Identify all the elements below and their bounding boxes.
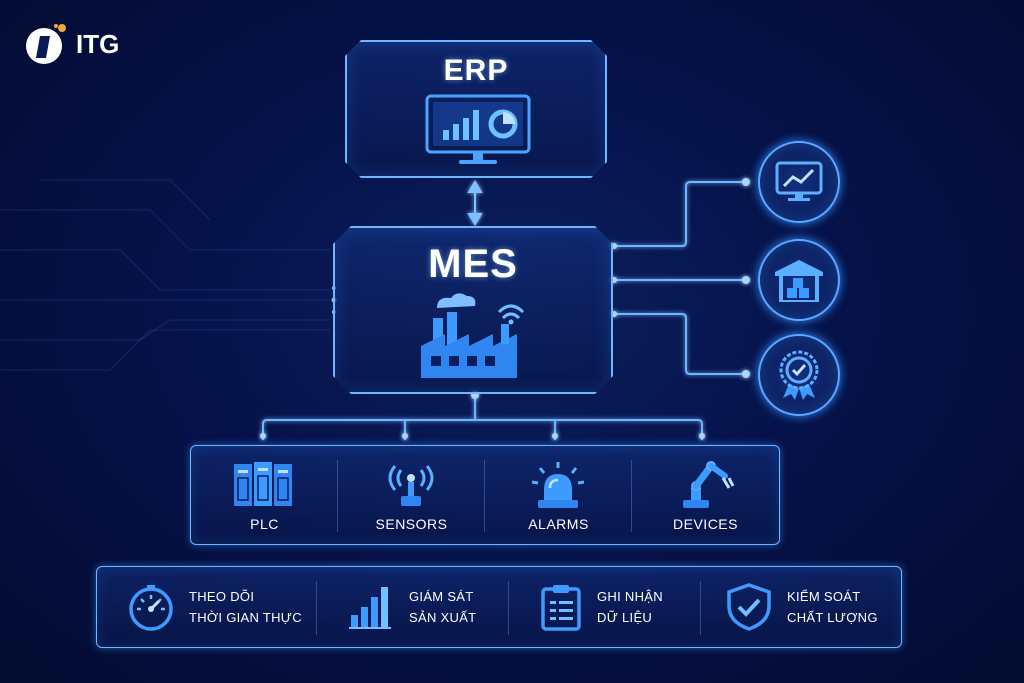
warehouse-icon bbox=[775, 260, 823, 302]
mes-box: MES bbox=[333, 226, 613, 394]
device-label: SENSORS bbox=[375, 516, 448, 532]
device-sensors: SENSORS bbox=[338, 446, 485, 546]
monitor-trend-icon bbox=[775, 161, 823, 201]
brand-logo: ITG bbox=[22, 22, 119, 66]
quality-badge-icon bbox=[779, 350, 819, 400]
analytics-node bbox=[758, 141, 840, 223]
feature-line1: THEO DÕI bbox=[189, 589, 255, 604]
alarm-beacon-icon bbox=[531, 462, 585, 508]
device-devices: DEVICES bbox=[632, 446, 779, 546]
feature-realtime-monitoring: THEO DÕI THỜI GIAN THỰC bbox=[127, 567, 302, 647]
feature-line1: KIỂM SOÁT bbox=[787, 589, 861, 604]
feature-line2: THỜI GIAN THỰC bbox=[189, 610, 302, 625]
erp-box: ERP bbox=[345, 40, 607, 178]
feature-line1: GHI NHẬN bbox=[597, 589, 663, 604]
warehouse-node bbox=[758, 239, 840, 321]
sensor-antenna-icon bbox=[388, 465, 434, 506]
devices-panel: PLC SENSORS bbox=[190, 445, 780, 545]
device-plc: PLC bbox=[191, 446, 338, 546]
speedometer-icon bbox=[129, 585, 173, 631]
shield-check-icon bbox=[727, 583, 771, 631]
feature-quality-control: KIỂM SOÁT CHẤT LƯỢNG bbox=[725, 567, 878, 647]
quality-node bbox=[758, 334, 840, 416]
erp-title: ERP bbox=[443, 54, 509, 87]
factory-wifi-icon bbox=[421, 293, 525, 378]
device-alarms: ALARMS bbox=[485, 446, 632, 546]
device-label: PLC bbox=[250, 516, 279, 532]
robot-arm-icon bbox=[683, 461, 735, 508]
device-label: ALARMS bbox=[528, 516, 589, 532]
clipboard-icon bbox=[541, 585, 581, 631]
mes-title: MES bbox=[428, 242, 518, 286]
monitor-chart-icon bbox=[425, 94, 531, 164]
itg-logo-icon bbox=[26, 24, 66, 64]
feature-line2: CHẤT LƯỢNG bbox=[787, 610, 878, 625]
plc-cabinet-icon bbox=[234, 462, 292, 506]
features-panel: THEO DÕI THỜI GIAN THỰC GIÁM SÁT SẢN XUẤ… bbox=[96, 566, 902, 648]
feature-production-supervision: GIÁM SÁT SẢN XUẤT bbox=[347, 567, 476, 647]
feature-line2: SẢN XUẤT bbox=[409, 610, 477, 625]
device-label: DEVICES bbox=[673, 516, 738, 532]
feature-data-recording: GHI NHẬN DỮ LIỆU bbox=[539, 567, 663, 647]
feature-line2: DỮ LIỆU bbox=[597, 610, 653, 625]
logo-text: ITG bbox=[76, 28, 120, 59]
bar-chart-icon bbox=[349, 587, 391, 629]
feature-line1: GIÁM SÁT bbox=[409, 589, 474, 604]
